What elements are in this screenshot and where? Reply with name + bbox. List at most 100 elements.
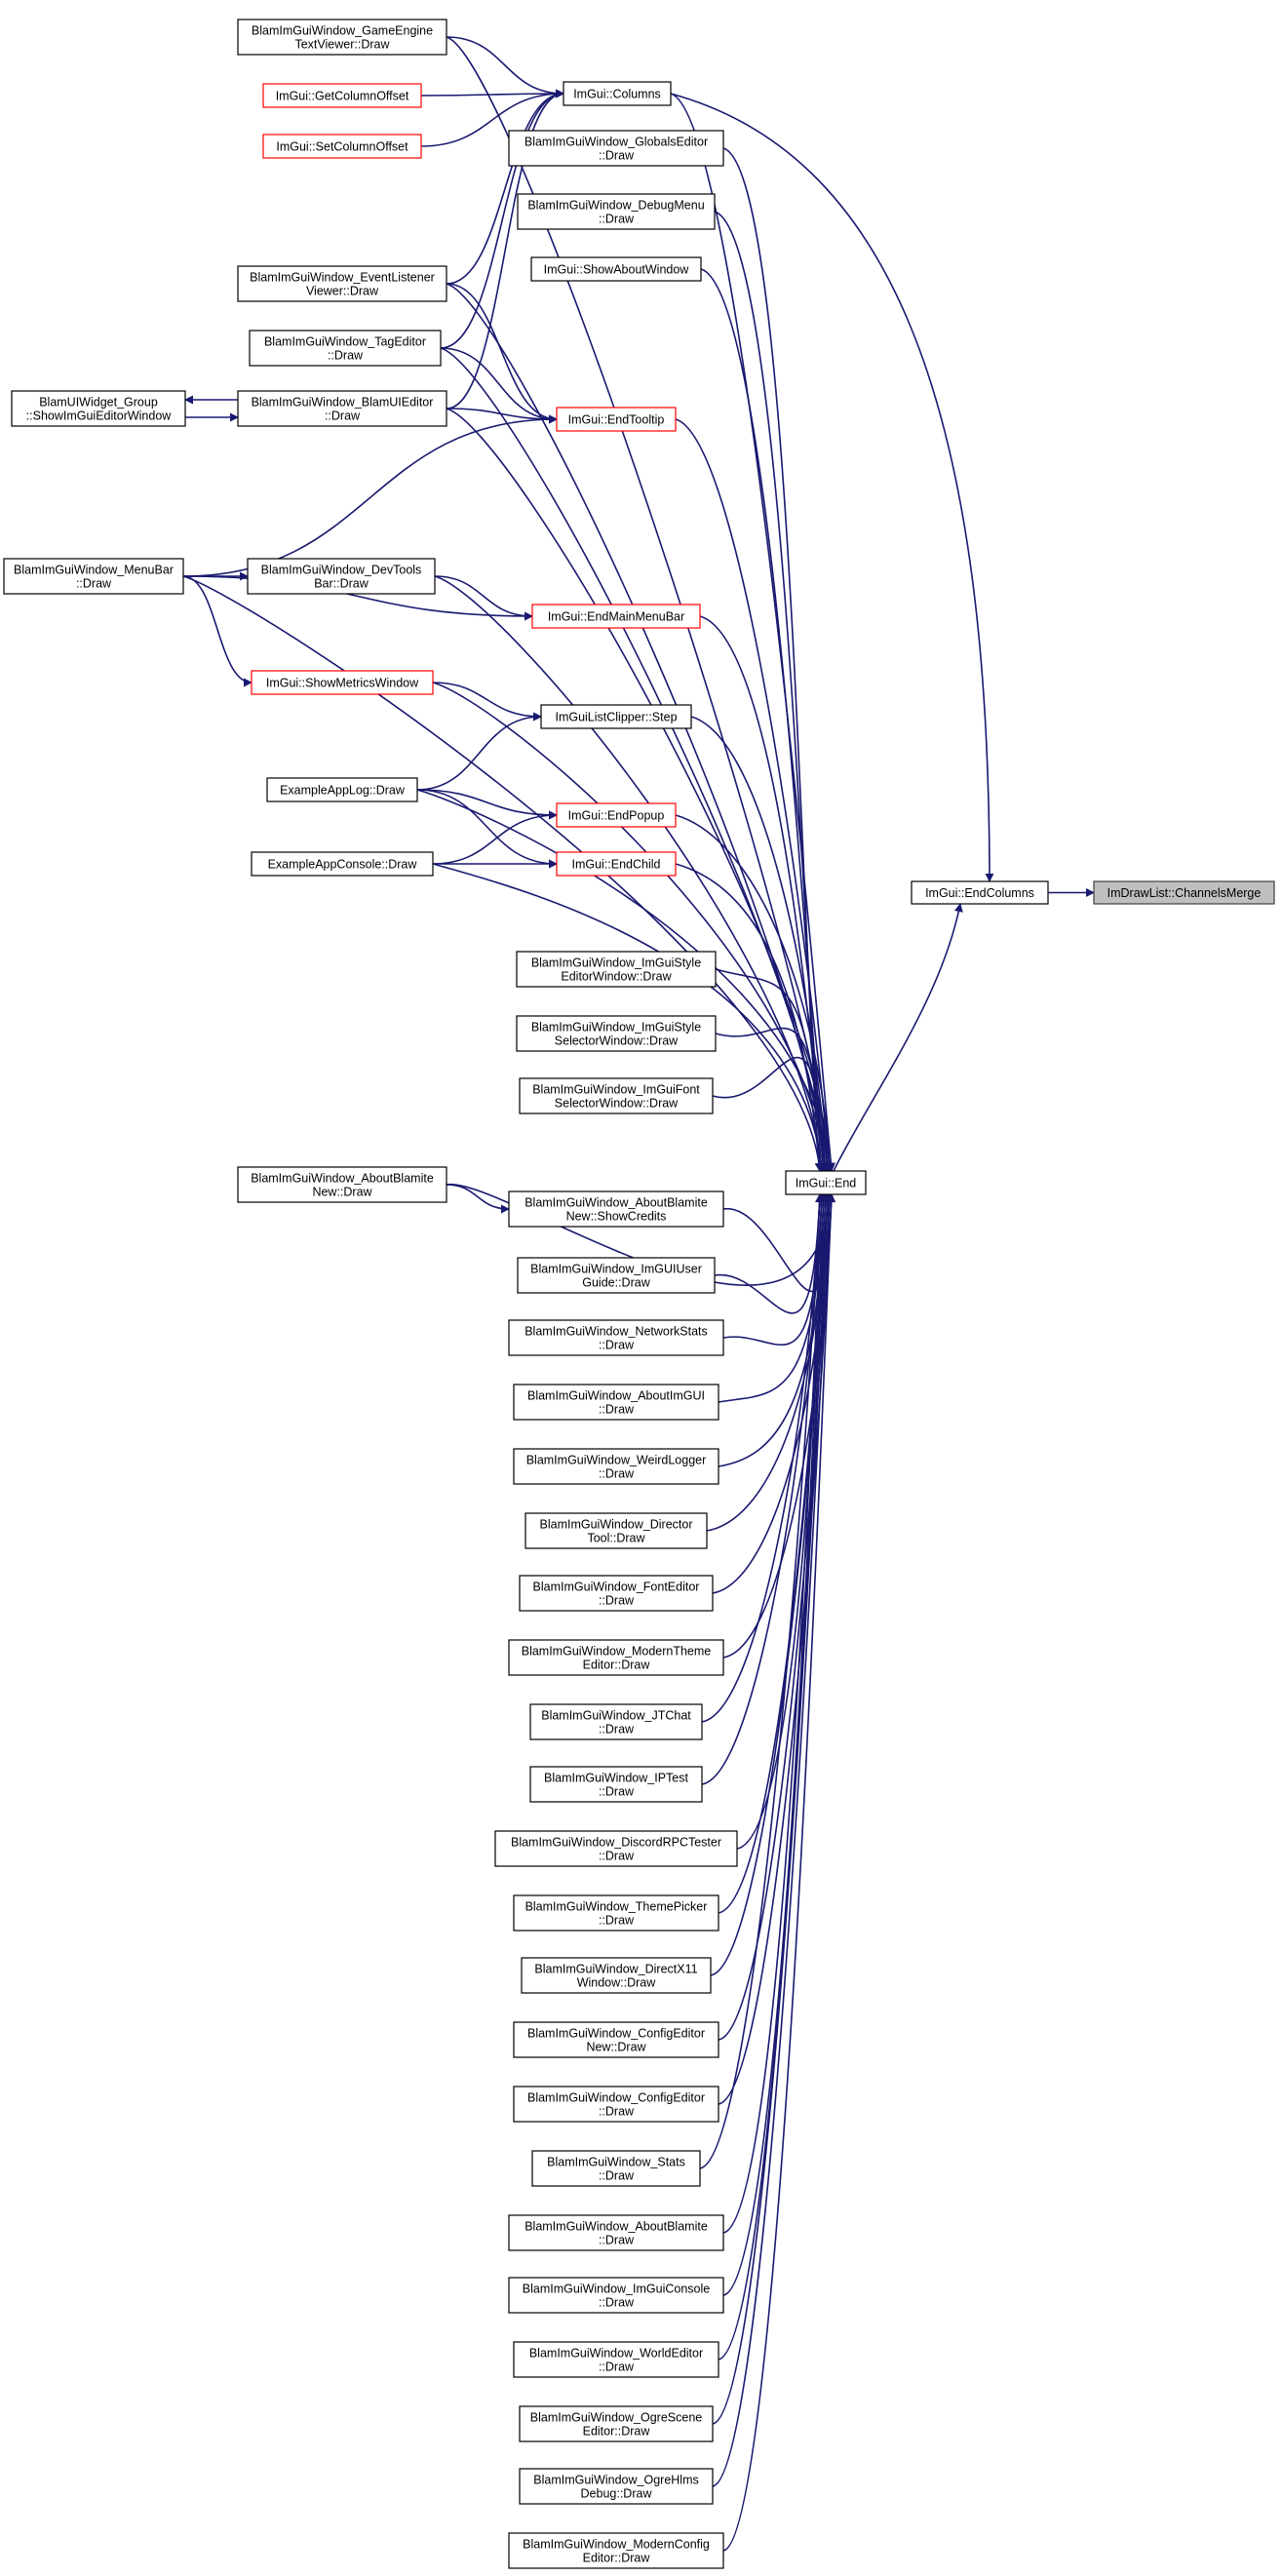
node-label: BlamImGuiWindow_Director	[540, 1518, 693, 1532]
node-style-selector-window[interactable]: BlamImGuiWindow_ImGuiStyleSelectorWindow…	[516, 1015, 717, 1052]
node-box	[556, 851, 677, 877]
edge-font-selector-window-to-imgui-end	[712, 1056, 832, 1172]
node-widget-group[interactable]: BlamUIWidget_Group::ShowImGuiEditorWindo…	[11, 390, 186, 427]
node-globals-editor[interactable]: BlamImGuiWindow_GlobalsEditor::Draw	[508, 130, 724, 167]
node-weird-logger[interactable]: BlamImGuiWindow_WeirdLogger::Draw	[513, 1448, 719, 1485]
node-box	[3, 558, 184, 595]
node-example-app-log[interactable]: ExampleAppLog::Draw	[266, 777, 418, 802]
node-label: BlamImGuiWindow_EventListener	[250, 271, 435, 285]
node-label: ImGui::EndMainMenuBar	[548, 610, 684, 624]
node-world-editor[interactable]: BlamImGuiWindow_WorldEditor::Draw	[513, 2341, 719, 2378]
node-label: BlamImGuiWindow_ThemePicker	[525, 1900, 708, 1914]
node-box	[508, 1190, 724, 1228]
edge-game-engine-text-viewer-to-columns	[446, 36, 564, 98]
node-network-stats[interactable]: BlamImGuiWindow_NetworkStats::Draw	[508, 1319, 724, 1356]
node-stats[interactable]: BlamImGuiWindow_Stats::Draw	[531, 2150, 701, 2187]
node-end-popup[interactable]: ImGui::EndPopup	[556, 802, 677, 828]
node-jt-chat[interactable]: BlamImGuiWindow_JTChat::Draw	[529, 1703, 703, 1740]
node-label: ImGui::ShowMetricsWindow	[266, 677, 419, 690]
node-style-editor-window[interactable]: BlamImGuiWindow_ImGuiStyleEditorWindow::…	[516, 951, 717, 988]
node-menu-bar[interactable]: BlamImGuiWindow_MenuBar::Draw	[3, 558, 184, 595]
node-end-tooltip[interactable]: ImGui::EndTooltip	[556, 407, 677, 432]
node-about-blamite[interactable]: BlamImGuiWindow_AboutBlamite::Draw	[508, 2214, 724, 2251]
node-label: ::Draw	[599, 1785, 635, 1799]
node-box	[524, 1512, 708, 1549]
node-box	[1093, 880, 1275, 905]
node-label: BlamImGuiWindow_AboutImGUI	[527, 1389, 705, 1403]
node-game-engine-text-viewer[interactable]: BlamImGuiWindow_GameEngineTextViewer::Dr…	[237, 19, 447, 56]
node-font-selector-window[interactable]: BlamImGuiWindow_ImGuiFontSelectorWindow:…	[519, 1077, 714, 1114]
node-imgui-console[interactable]: BlamImGuiWindow_ImGuiConsole::Draw	[508, 2277, 724, 2314]
node-label: EditorWindow::Draw	[561, 970, 672, 984]
edge-example-app-log-to-list-clipper-step	[416, 712, 542, 791]
node-about-blamite-new-credits[interactable]: BlamImGuiWindow_AboutBlamiteNew::ShowCre…	[508, 1190, 724, 1228]
node-ip-test[interactable]: BlamImGuiWindow_IPTest::Draw	[529, 1766, 703, 1803]
node-list-clipper-step[interactable]: ImGuiListClipper::Step	[540, 704, 692, 729]
node-label: SelectorWindow::Draw	[555, 1034, 679, 1048]
node-label: BlamImGuiWindow_ImGuiStyle	[531, 956, 701, 970]
node-label: ::Draw	[599, 2361, 635, 2374]
edge-jt-chat-to-imgui-end	[701, 1193, 825, 1723]
node-label: ImGui::ShowAboutWindow	[544, 263, 690, 277]
node-box	[519, 1575, 714, 1612]
node-tag-editor[interactable]: BlamImGuiWindow_TagEditor::Draw	[249, 330, 442, 367]
node-channels-merge[interactable]: ImDrawList::ChannelsMerge	[1093, 880, 1275, 905]
node-label: ImGui::EndTooltip	[568, 413, 665, 427]
node-label: BlamImGuiWindow_MenuBar	[14, 564, 174, 577]
node-label: BlamImGuiWindow_ImGuiStyle	[531, 1021, 701, 1034]
node-label: ::Draw	[599, 2234, 635, 2247]
node-about-imgui[interactable]: BlamImGuiWindow_AboutImGUI::Draw	[513, 1384, 719, 1421]
node-theme-picker[interactable]: BlamImGuiWindow_ThemePicker::Draw	[513, 1894, 719, 1932]
node-box	[237, 1166, 447, 1203]
node-label: BlamImGuiWindow_ModernConfig	[523, 2538, 710, 2552]
node-box	[563, 81, 672, 106]
node-label: BlamImGuiWindow_BlamUIEditor	[252, 396, 434, 410]
node-box	[531, 2150, 701, 2187]
node-label: BlamImGuiWindow_AboutBlamite	[524, 2220, 708, 2234]
node-columns[interactable]: ImGui::Columns	[563, 81, 672, 106]
node-set-column-offset[interactable]: ImGui::SetColumnOffset	[262, 134, 422, 159]
edge-about-blamite-to-imgui-end	[722, 1193, 827, 2234]
node-example-app-console[interactable]: ExampleAppConsole::Draw	[251, 851, 434, 877]
node-show-metrics-window[interactable]: ImGui::ShowMetricsWindow	[251, 670, 434, 695]
node-box	[513, 1448, 719, 1485]
node-discord-rpc-tester[interactable]: BlamImGuiWindow_DiscordRPCTester::Draw	[494, 1830, 738, 1867]
edge-end-popup-to-imgui-end	[675, 814, 835, 1172]
node-font-editor[interactable]: BlamImGuiWindow_FontEditor::Draw	[519, 1575, 714, 1612]
node-event-listener-viewer[interactable]: BlamImGuiWindow_EventListenerViewer::Dra…	[237, 265, 447, 302]
node-end-child[interactable]: ImGui::EndChild	[556, 851, 677, 877]
node-box	[249, 330, 442, 367]
node-get-column-offset[interactable]: ImGui::GetColumnOffset	[262, 83, 422, 108]
node-imgui-end[interactable]: ImGui::End	[785, 1170, 867, 1195]
node-show-about-window[interactable]: ImGui::ShowAboutWindow	[530, 256, 702, 282]
node-label: ExampleAppConsole::Draw	[268, 858, 418, 872]
node-label: ::Draw	[599, 1723, 635, 1737]
node-box	[519, 2405, 714, 2442]
node-box	[508, 2277, 724, 2314]
node-config-editor[interactable]: BlamImGuiWindow_ConfigEditor::Draw	[513, 2086, 719, 2123]
node-blam-ui-editor[interactable]: BlamImGuiWindow_BlamUIEditor::Draw	[237, 390, 447, 427]
node-end-main-menu-bar[interactable]: ImGui::EndMainMenuBar	[531, 604, 701, 629]
node-layer: ImDrawList::ChannelsMerge ImGui::EndColum…	[3, 19, 1275, 2569]
node-label: BlamImGuiWindow_WorldEditor	[529, 2347, 703, 2361]
edge-get-column-offset-to-columns	[420, 89, 564, 98]
node-debug-menu[interactable]: BlamImGuiWindow_DebugMenu::Draw	[517, 193, 716, 230]
edge-end-main-menu-bar-to-imgui-end	[699, 615, 828, 1172]
node-label: ::Draw	[599, 1403, 635, 1417]
node-end-columns[interactable]: ImGui::EndColumns	[911, 880, 1049, 905]
node-label: BlamImGuiWindow_ConfigEditor	[527, 2091, 705, 2105]
edge-user-guide-to-imgui-end	[714, 1193, 825, 1314]
node-label: ::Draw	[599, 1339, 635, 1352]
node-label: Viewer::Draw	[306, 285, 379, 298]
